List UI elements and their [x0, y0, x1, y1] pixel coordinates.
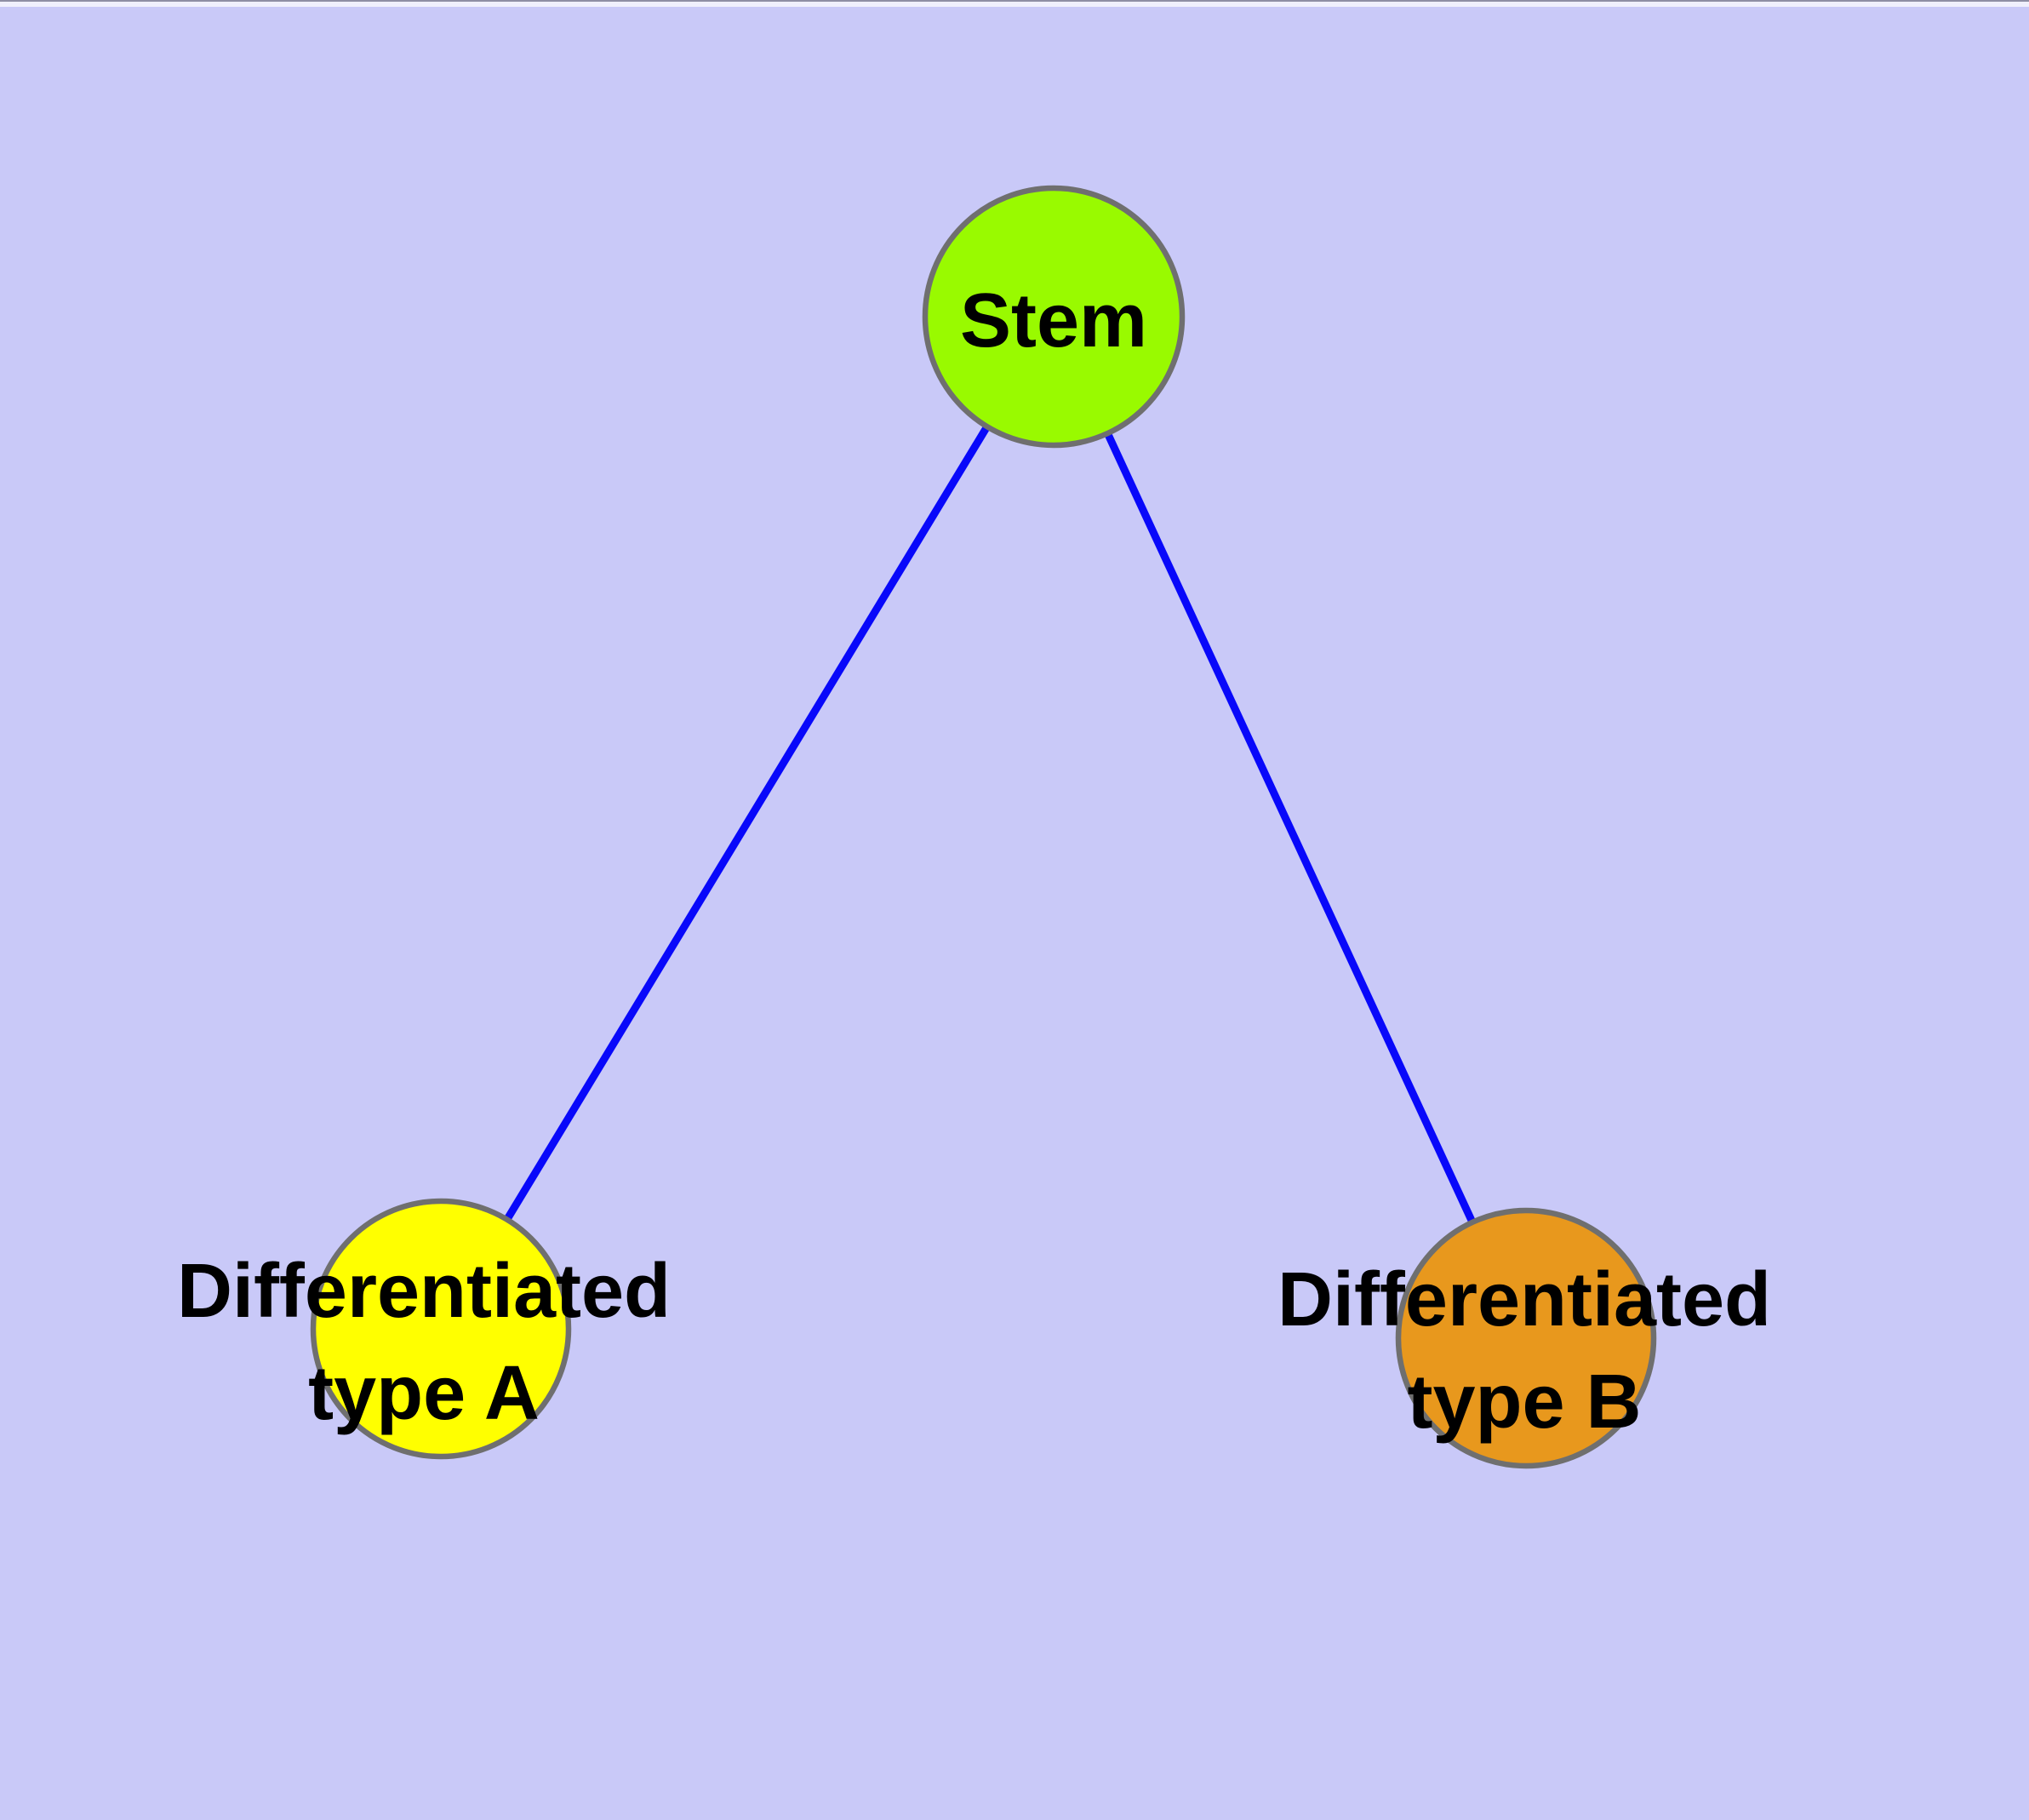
node-differentiated-type-a: Differentiated type A: [177, 1198, 671, 1460]
node-stem-circle: [922, 185, 1186, 449]
node-stem-label: Stem: [960, 278, 1147, 363]
node-differentiated-type-b-label-line-1: Differentiated: [1277, 1257, 1771, 1342]
node-differentiated-type-b-label-line-2: type B: [1407, 1359, 1641, 1445]
node-differentiated-type-a-label-line-1: Differentiated: [177, 1249, 671, 1334]
node-differentiated-type-b: Differentiated type B: [1277, 1207, 1771, 1469]
node-differentiated-type-a-label-line-2: type A: [308, 1351, 540, 1436]
node-differentiated-type-b-circle: [1395, 1207, 1657, 1469]
edges: [437, 314, 1530, 1340]
edge-stem-to-type-b: [1049, 315, 1530, 1340]
window-top-highlight: [0, 2, 2029, 7]
node-differentiated-type-a-circle: [310, 1198, 572, 1460]
node-stem: Stem: [922, 185, 1186, 449]
edge-stem-to-type-a: [437, 314, 1057, 1331]
window-top-line: [0, 0, 2029, 2]
